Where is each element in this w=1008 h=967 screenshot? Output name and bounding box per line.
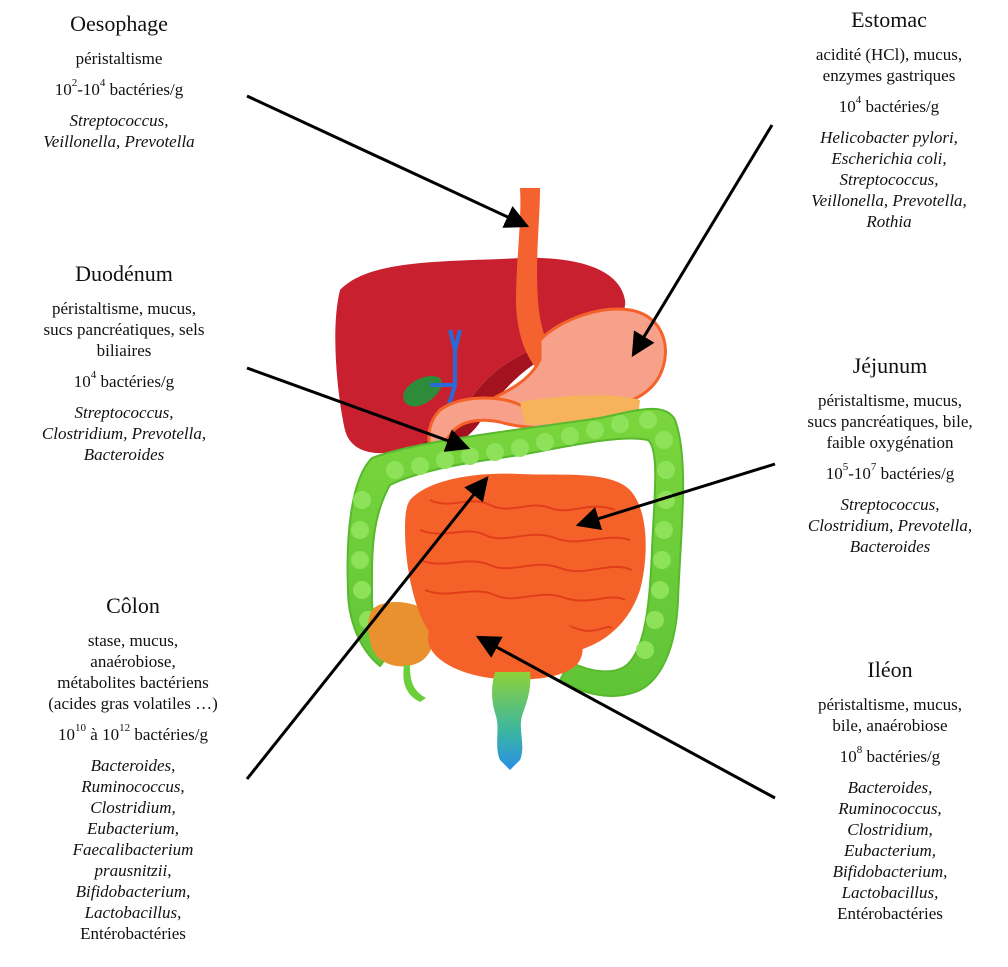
organ-title: Oesophage — [8, 10, 230, 38]
genus-line: Helicobacter pylori, — [778, 127, 1000, 148]
condition-line: péristaltisme, mucus, — [8, 298, 240, 319]
genus-line: Eubacterium, — [8, 818, 258, 839]
bacteria-count: 102-104 bactéries/g — [8, 79, 230, 100]
condition-line: acidité (HCl), mucus, — [778, 44, 1000, 65]
genus-line: Clostridium, — [776, 819, 1004, 840]
genus-line: Veillonella, Prevotella, — [778, 190, 1000, 211]
genus-line: Faecalibacterium — [8, 839, 258, 860]
genus-line: Veillonella, Prevotella — [8, 131, 230, 152]
condition-line: stase, mucus, — [8, 630, 258, 651]
genus-line: Lactobacillus, — [8, 902, 258, 923]
label-ileon: Iléon péristaltisme, mucus, bile, anaéro… — [776, 656, 1004, 924]
genus-line: Bacteroides, — [776, 777, 1004, 798]
arrow-ileon — [478, 637, 775, 798]
label-oesophage: Oesophage péristaltisme 102-104 bactérie… — [8, 10, 230, 152]
genus-line: Clostridium, — [8, 797, 258, 818]
organ-title: Iléon — [776, 656, 1004, 684]
genus-line: Bacteroides — [776, 536, 1004, 557]
bacteria-count: 104 bactéries/g — [8, 371, 240, 392]
genus-line: Streptococcus, — [776, 494, 1004, 515]
condition-line: bile, anaérobiose — [776, 715, 1004, 736]
condition-line: sucs pancréatiques, bile, — [776, 411, 1004, 432]
condition-line: péristaltisme, mucus, — [776, 694, 1004, 715]
genus-line: Lactobacillus, — [776, 882, 1004, 903]
arrow-oesophage — [247, 96, 527, 226]
condition-line: (acides gras volatiles …) — [8, 693, 258, 714]
genus-line: Clostridium, Prevotella, — [776, 515, 1004, 536]
condition-line: métabolites bactériens — [8, 672, 258, 693]
genus-line: Bifidobacterium, — [8, 881, 258, 902]
condition-line: péristaltisme, mucus, — [776, 390, 1004, 411]
genus-line: Streptococcus, — [8, 110, 230, 131]
label-duodenum: Duodénum péristaltisme, mucus, sucs panc… — [8, 260, 240, 465]
label-colon: Côlon stase, mucus, anaérobiose, métabol… — [8, 592, 258, 944]
bacteria-count: 105-107 bactéries/g — [776, 463, 1004, 484]
genus-line: Streptococcus, — [8, 402, 240, 423]
genus-line: Escherichia coli, — [778, 148, 1000, 169]
genus-line: prausnitzii, — [8, 860, 258, 881]
bacteria-count: 104 bactéries/g — [778, 96, 1000, 117]
bacteria-count: 108 bactéries/g — [776, 746, 1004, 767]
genus-line: Bacteroides — [8, 444, 240, 465]
bacteria-count: 1010 à 1012 bactéries/g — [8, 724, 258, 745]
rectum — [492, 672, 530, 770]
genus-line: Bacteroides, — [8, 755, 258, 776]
genus-line: Entérobactéries — [776, 903, 1004, 924]
genus-line: Rothia — [778, 211, 1000, 232]
genus-line: Ruminococcus, — [776, 798, 1004, 819]
genus-line: Ruminococcus, — [8, 776, 258, 797]
genus-line: Clostridium, Prevotella, — [8, 423, 240, 444]
genus-line: Streptococcus, — [778, 169, 1000, 190]
arrow-estomac — [633, 125, 772, 355]
label-jejunum: Jéjunum péristaltisme, mucus, sucs pancr… — [776, 352, 1004, 557]
genus-line: Eubacterium, — [776, 840, 1004, 861]
condition-line: anaérobiose, — [8, 651, 258, 672]
condition-line: biliaires — [8, 340, 240, 361]
organ-title: Estomac — [778, 6, 1000, 34]
organ-title: Duodénum — [8, 260, 240, 288]
label-estomac: Estomac acidité (HCl), mucus, enzymes ga… — [778, 6, 1000, 232]
condition-line: faible oxygénation — [776, 432, 1004, 453]
genus-line: Entérobactéries — [8, 923, 258, 944]
condition-line: enzymes gastriques — [778, 65, 1000, 86]
condition-line: péristaltisme — [8, 48, 230, 69]
condition-line: sucs pancréatiques, sels — [8, 319, 240, 340]
organ-title: Jéjunum — [776, 352, 1004, 380]
appendix — [403, 665, 426, 702]
organ-title: Côlon — [8, 592, 258, 620]
genus-line: Bifidobacterium, — [776, 861, 1004, 882]
